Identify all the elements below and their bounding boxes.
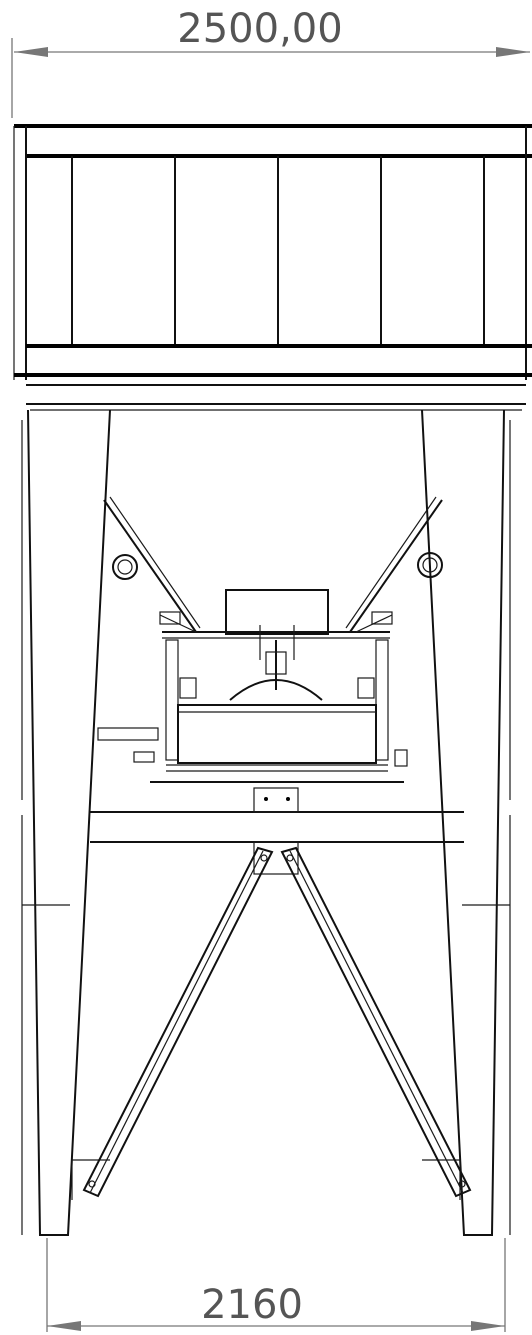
left-leg <box>21 409 111 1236</box>
hopper-right-wall-inner <box>345 496 437 629</box>
upper-bin <box>13 124 532 411</box>
right-vibrator-core <box>422 557 438 573</box>
left-brace <box>82 846 274 1198</box>
hopper-left-wall <box>103 499 197 633</box>
bottom-dimension: 2160 <box>46 1238 506 1332</box>
right-brace <box>280 846 472 1198</box>
left-clamp <box>159 611 181 625</box>
right-leg <box>421 409 511 1236</box>
beam-bracket <box>253 787 299 813</box>
hopper-cone <box>103 496 443 633</box>
left-vibrator-core <box>117 559 133 575</box>
right-vibrator <box>417 552 443 578</box>
top-arrow-left <box>14 47 48 57</box>
left-brace-center <box>89 850 264 1194</box>
left-brace-top-bolt <box>260 854 268 862</box>
left-hinge <box>179 677 197 699</box>
bracket-bolt-right <box>286 797 290 801</box>
discharge-upper-box <box>225 589 329 635</box>
right-brace-bottom-bolt <box>458 1180 466 1188</box>
left-brace-bottom-bolt <box>88 1180 96 1188</box>
discharge-assembly <box>97 589 408 783</box>
top-dimension-label: 2500,00 <box>177 6 342 52</box>
left-side-block <box>133 751 155 763</box>
left-vibrator <box>112 554 138 580</box>
hopper-right-wall <box>349 499 443 633</box>
left-side-arm <box>97 727 159 741</box>
bottom-arrow-left <box>47 1321 81 1331</box>
bottom-arrow-right <box>471 1321 505 1331</box>
right-hinge <box>357 677 375 699</box>
right-brace-top-bolt <box>286 854 294 862</box>
cross-beam <box>90 787 464 875</box>
right-clamp <box>371 611 393 625</box>
hopper-left-wall-inner <box>109 496 201 629</box>
diagonal-braces <box>82 846 472 1198</box>
bottom-dimension-label: 2160 <box>201 1282 303 1328</box>
right-leg-outline <box>421 409 505 1236</box>
left-upright <box>165 639 179 761</box>
bag-box <box>177 704 377 764</box>
right-side-block <box>394 749 408 767</box>
left-leg-outline <box>27 409 111 1236</box>
top-arrow-right <box>496 47 530 57</box>
right-brace-center <box>289 850 464 1194</box>
bracket-bolt-left <box>264 797 268 801</box>
top-dimension: 2500,00 <box>11 6 530 118</box>
right-upright <box>375 639 389 761</box>
discharge-valve-body <box>265 651 287 675</box>
